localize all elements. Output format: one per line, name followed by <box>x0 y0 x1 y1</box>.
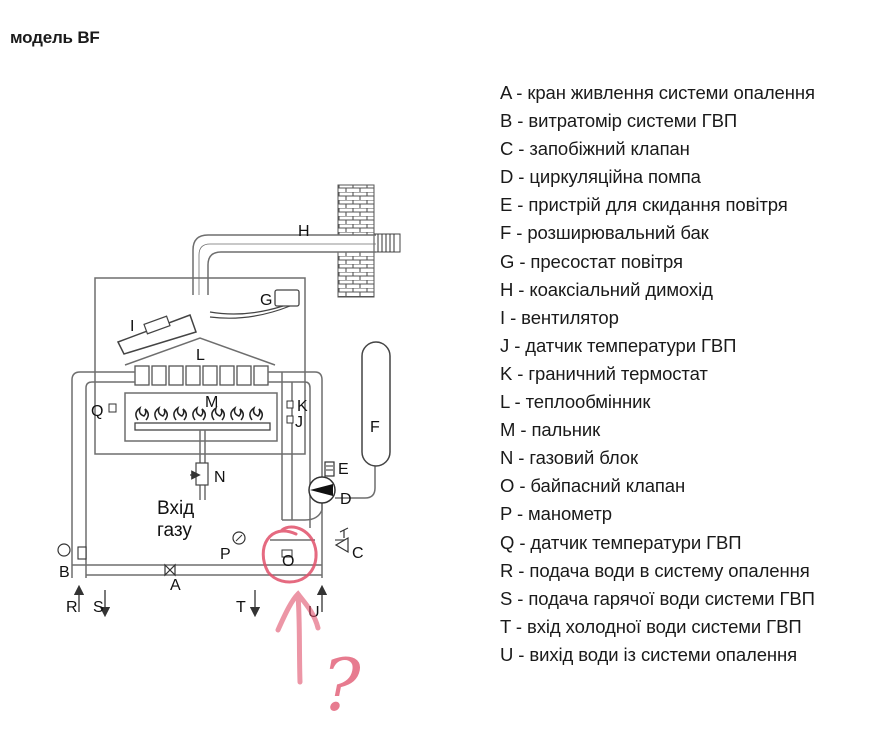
legend-item-f: F - розширювальний бак <box>500 222 709 244</box>
limit-thermostat <box>286 400 294 409</box>
legend-item-n: N - газовий блок <box>500 447 638 469</box>
legend-item-u: U - вихід води із системи опалення <box>500 643 798 665</box>
label-q: Q <box>91 403 103 420</box>
legend-item-c: C - запобіжний клапан <box>500 138 690 160</box>
legend-item-k: K - граничний термостат <box>500 362 708 384</box>
red-annotation: ? <box>261 525 361 727</box>
legend-item-d: D - циркуляційна помпа <box>500 166 701 188</box>
label-c: C <box>352 545 364 562</box>
fan <box>116 314 197 355</box>
legend-list: A - кран живлення системи опалення B - в… <box>500 80 815 670</box>
label-i: I <box>130 318 134 335</box>
label-l: L <box>196 347 205 364</box>
gas-valve <box>190 430 209 500</box>
label-j: J <box>295 414 303 431</box>
legend-item-m: M - пальник <box>500 419 601 441</box>
circulation-pump <box>308 476 336 504</box>
burner-bar <box>134 422 271 431</box>
legend-item-t: T - вхід холодної води системи ГВП <box>500 615 802 637</box>
label-m: M <box>205 394 218 411</box>
label-n: N <box>214 469 226 486</box>
legend-item-r: R - подача води в систему опалення <box>500 559 810 581</box>
label-t: T <box>236 599 246 616</box>
label-b: B <box>59 564 70 581</box>
label-k: K <box>297 398 308 415</box>
connection-arrows <box>73 584 328 618</box>
flue-hood <box>124 337 276 366</box>
legend-item-e: E - пристрій для скидання повітря <box>500 194 788 216</box>
heat-exchanger <box>134 365 269 386</box>
annotation-arrow <box>275 590 321 685</box>
safety-valve <box>334 527 349 554</box>
legend-item-i: I - вентилятор <box>500 306 619 328</box>
legend-item-p: P - манометр <box>500 503 612 525</box>
label-r: R <box>66 599 78 616</box>
gas-inlet-label-line2: газу <box>157 520 192 541</box>
legend-item-j: J - датчик температури ГВП <box>500 334 737 356</box>
pipe-network <box>71 371 376 578</box>
legend-item-l: L - теплообмінник <box>500 391 651 413</box>
label-f: F <box>370 419 380 436</box>
air-pressure-switch <box>209 289 300 319</box>
annotation-circle <box>261 525 318 584</box>
label-g: G <box>260 292 272 309</box>
legend-item-o: O - байпасний клапан <box>500 475 686 497</box>
label-d: D <box>340 491 352 508</box>
brick-wall <box>337 184 401 298</box>
bypass-valve <box>281 549 293 558</box>
label-s: S <box>93 599 104 616</box>
legend-item-a: A - кран живлення системи опалення <box>500 82 815 103</box>
annotation-question-mark: ? <box>322 643 361 727</box>
gas-inlet-label-line1: Вхід <box>157 498 194 519</box>
dhw-sensor-j <box>286 415 294 424</box>
label-a: A <box>170 577 181 594</box>
legend-item-h: H - коаксіальний димохід <box>500 278 713 300</box>
dhw-sensor-q <box>108 403 117 413</box>
legend-item-q: Q - датчик температури ГВП <box>500 531 742 553</box>
legend-item-g: G - пресостат повітря <box>500 250 683 272</box>
label-o: O <box>282 553 294 570</box>
expansion-tank <box>361 341 391 467</box>
legend-item-s: S - подача гарячої води системи ГВП <box>500 587 815 609</box>
burner-flames <box>135 406 263 421</box>
label-h: H <box>298 223 310 240</box>
supply-valve <box>164 563 176 577</box>
pressure-gauge <box>232 531 246 545</box>
legend-item-b: B - витратомір системи ГВП <box>500 110 738 132</box>
air-vent <box>324 461 335 477</box>
page-title: модель BF <box>10 28 100 47</box>
label-e: E <box>338 461 349 478</box>
label-p: P <box>220 546 231 563</box>
flow-meter <box>57 543 87 560</box>
coaxial-flue <box>192 234 376 295</box>
combustion-chamber <box>124 392 278 442</box>
